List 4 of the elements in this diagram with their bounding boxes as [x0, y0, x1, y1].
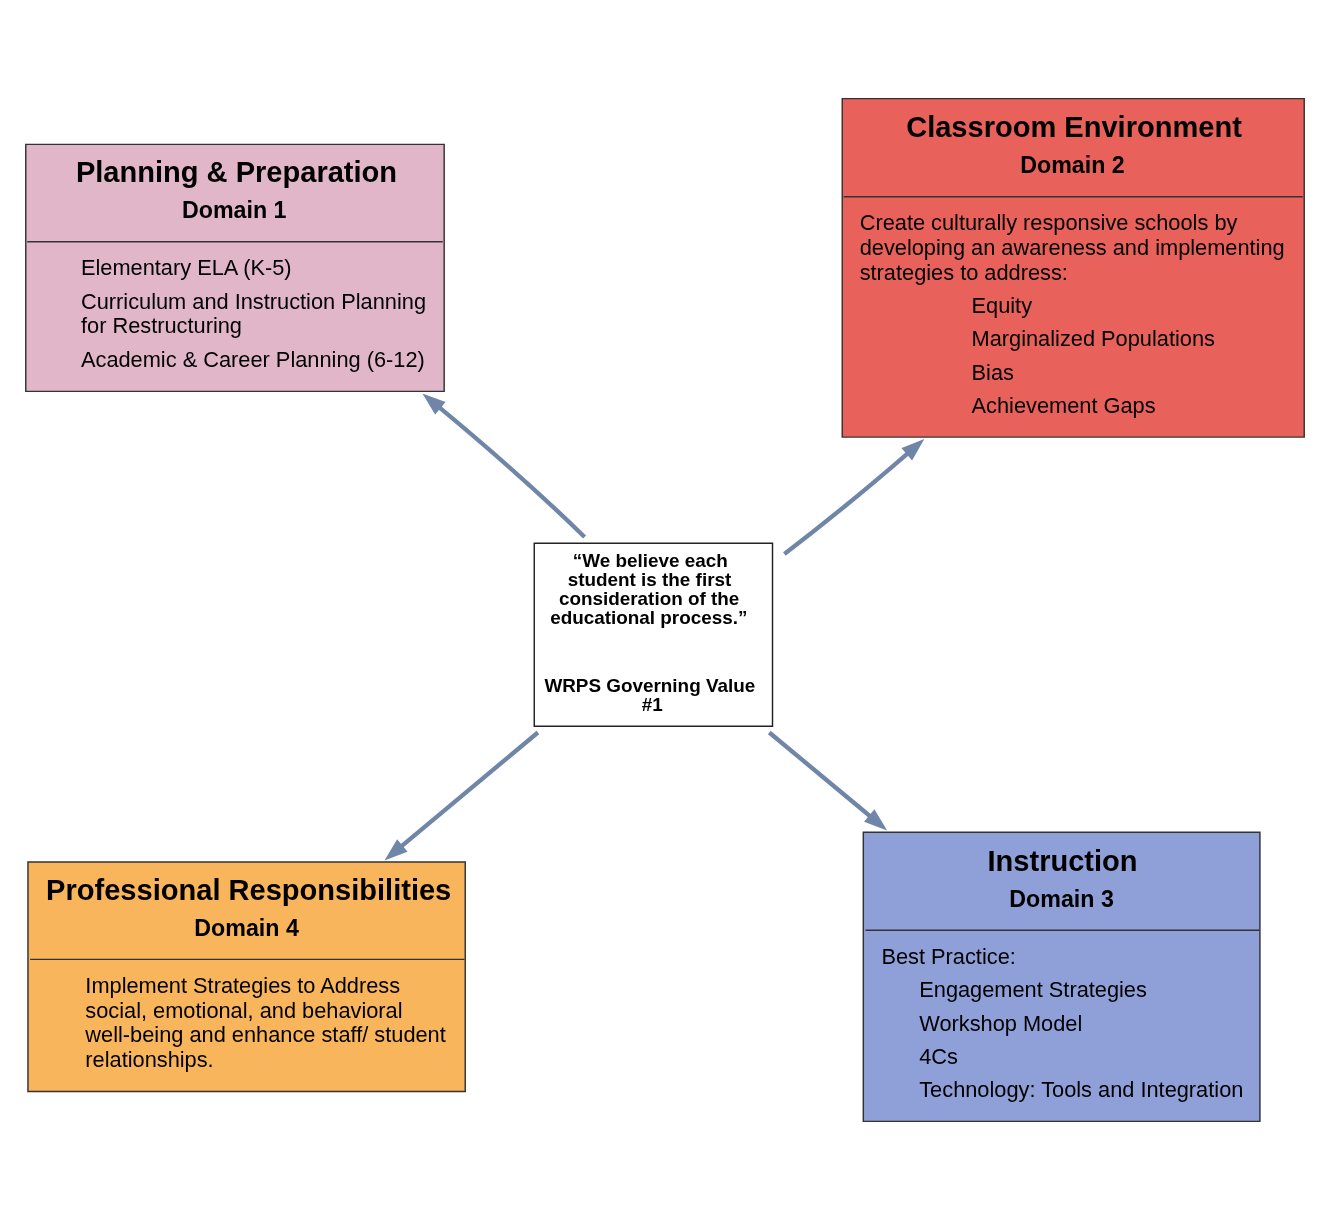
arrow — [422, 392, 587, 539]
arrow — [384, 730, 540, 860]
arrow — [783, 438, 925, 556]
arrow — [767, 730, 888, 830]
